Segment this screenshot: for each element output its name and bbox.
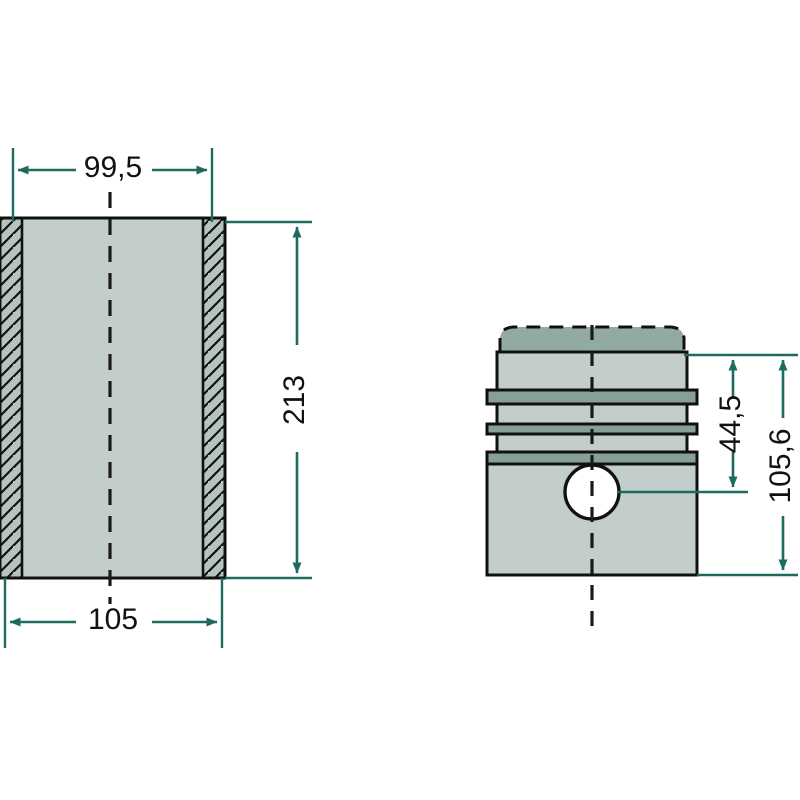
- dim-99-5-label: 99,5: [84, 151, 142, 184]
- dim-213-label: 213: [278, 375, 311, 425]
- liner-outer-outline: [0, 216, 227, 580]
- dimension-44-5: 44,5: [714, 359, 747, 488]
- dimension-213: 213: [225, 220, 312, 580]
- dim-105-label: 105: [88, 603, 138, 636]
- dim-105-6-label: 105,6: [764, 428, 797, 503]
- dimension-105: 105: [3, 578, 224, 648]
- piston-ring-groove-1: [485, 388, 699, 406]
- dimension-99-5: 99,5: [11, 148, 214, 222]
- view-cylinder-liner: [0, 192, 227, 604]
- liner-wall-left-hatched: [0, 218, 22, 578]
- dim-44-5-label: 44,5: [714, 395, 747, 453]
- dimension-105-6: 105,6: [764, 359, 797, 571]
- view-piston: [485, 325, 699, 628]
- liner-bore-fill: [22, 218, 203, 578]
- liner-wall-right-hatched: [203, 218, 225, 578]
